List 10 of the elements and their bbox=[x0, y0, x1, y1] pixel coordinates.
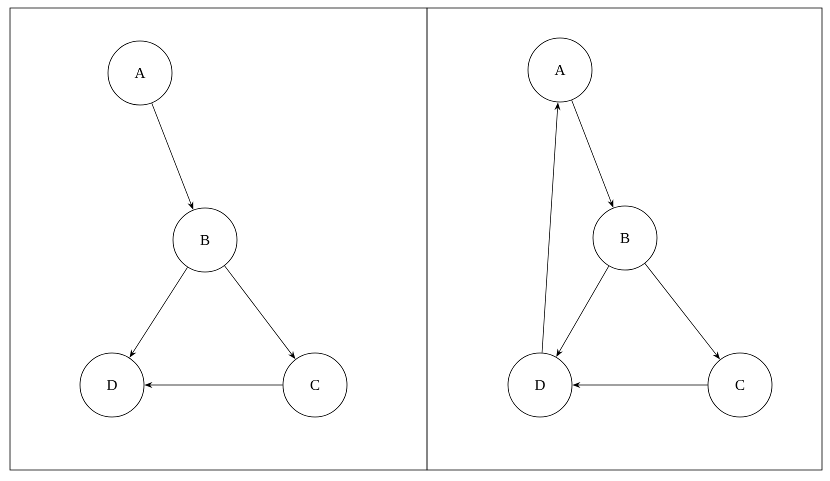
circle-node: B bbox=[592, 206, 658, 270]
panel-frame bbox=[10, 8, 428, 470]
circle-node: D bbox=[508, 352, 572, 418]
circle-node: A bbox=[108, 40, 172, 106]
circle-node: C bbox=[708, 352, 772, 418]
circle-node: B bbox=[172, 208, 238, 272]
circle-node: A bbox=[528, 38, 592, 102]
circle-node: C bbox=[282, 352, 348, 418]
panel-frame bbox=[426, 8, 822, 470]
circle-node: D bbox=[80, 352, 144, 418]
